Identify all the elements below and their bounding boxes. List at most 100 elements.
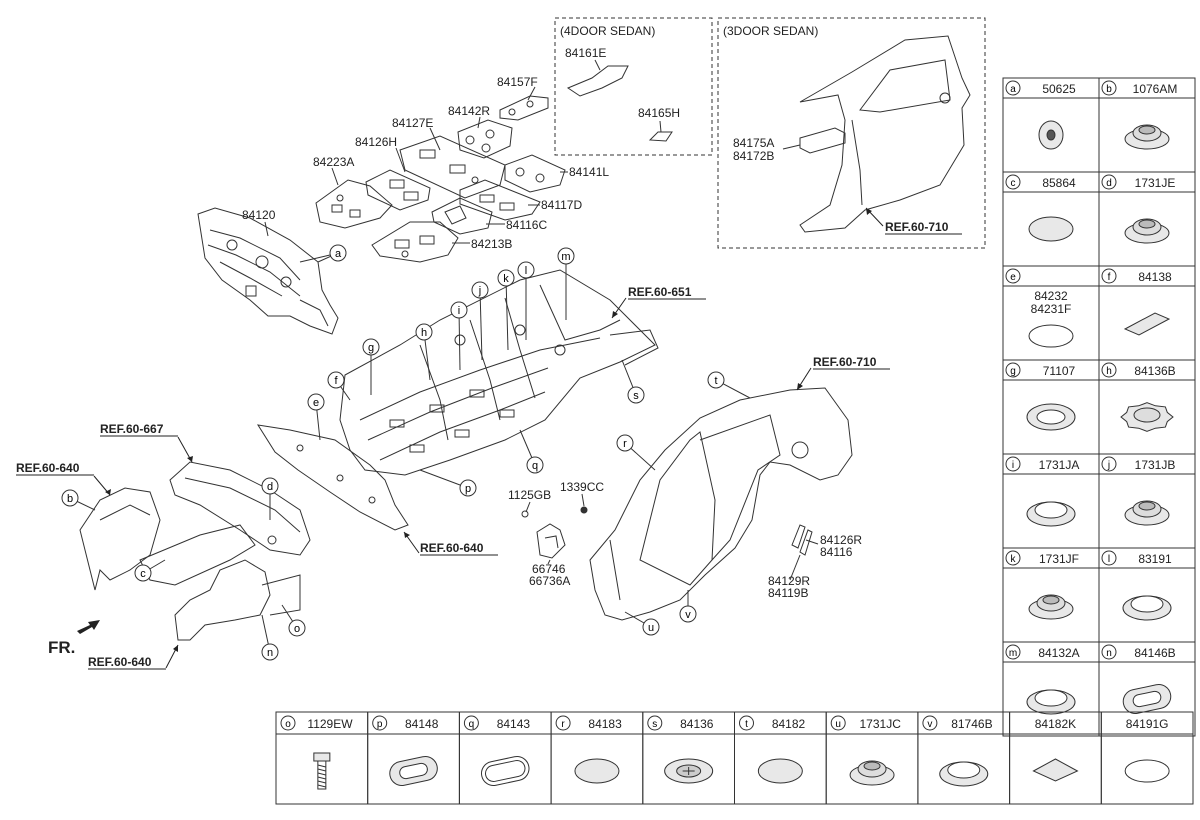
callout-letter: q xyxy=(532,460,538,472)
callout-circle xyxy=(526,456,544,474)
inset-4door-sedan: (4DOOR SEDAN) 84161E 84165H xyxy=(554,17,713,156)
callout-o[interactable]: o xyxy=(281,604,306,637)
ref-60-651[interactable]: REF.60-651 xyxy=(628,285,692,299)
part-label-84172B: 84172B xyxy=(733,149,774,163)
callout-circle xyxy=(307,393,325,411)
part-icon-ring-plug xyxy=(1122,595,1172,621)
cell-part-number: 1731JA xyxy=(1039,458,1080,472)
callout-m[interactable]: m xyxy=(557,247,575,320)
part-label-84120: 84120 xyxy=(242,208,276,222)
callout-circle xyxy=(627,386,645,404)
callout-letter: d xyxy=(267,481,273,493)
part-icon-ring-plug xyxy=(1026,501,1076,527)
callout-p[interactable]: p xyxy=(419,469,477,497)
callout-n[interactable]: n xyxy=(261,614,279,661)
cell-part-number: 84136 xyxy=(680,717,714,731)
parts-cell-84182K[interactable]: 84182K xyxy=(1009,711,1102,805)
cell-letter-circle xyxy=(1101,362,1117,378)
cell-part-number: 85864 xyxy=(1042,176,1076,190)
ref-60-640-center[interactable]: REF.60-640 xyxy=(420,541,484,555)
cell-letter-circle xyxy=(555,715,571,731)
pad-84142r xyxy=(457,119,513,159)
ref-60-710-inset[interactable]: REF.60-710 xyxy=(885,220,949,234)
callout-g[interactable]: g xyxy=(362,338,380,395)
callout-a[interactable]: a xyxy=(317,244,347,263)
cell-letter: s xyxy=(652,719,657,730)
part-label-66736A: 66736A xyxy=(529,574,570,588)
callout-letter: e xyxy=(313,397,319,409)
callout-d[interactable]: d xyxy=(261,477,279,520)
cell-letter-circle xyxy=(372,715,388,731)
callout-letter: i xyxy=(458,305,460,317)
callout-letter: v xyxy=(685,609,691,621)
callout-e[interactable]: e xyxy=(307,393,325,441)
part-label-84126R: 84126R xyxy=(820,533,862,547)
callout-k[interactable]: k xyxy=(497,269,515,351)
inset-3door-title: (3DOOR SEDAN) xyxy=(723,24,818,38)
cowl-panel xyxy=(169,461,311,556)
part-label-84157F: 84157F xyxy=(497,75,538,89)
callout-c[interactable]: c xyxy=(134,559,166,582)
cell-letter-circle xyxy=(739,715,754,731)
pad-84117d xyxy=(459,179,541,221)
ref-60-640-left[interactable]: REF.60-640 xyxy=(16,461,80,475)
cell-letter: i xyxy=(1012,460,1014,471)
callout-circle xyxy=(679,605,697,623)
callout-letter: m xyxy=(561,251,570,263)
part-icon-grommet-toothed xyxy=(1120,402,1174,432)
callout-h[interactable]: h xyxy=(415,323,433,381)
cell-part-number: 84132A xyxy=(1038,646,1079,660)
cell-letter-circle xyxy=(1101,268,1117,284)
callout-r[interactable]: r xyxy=(616,434,656,471)
callout-v[interactable]: v xyxy=(679,590,697,623)
part-icon-grommet-dome xyxy=(1124,124,1170,150)
callout-q[interactable]: q xyxy=(519,429,544,474)
callout-l[interactable]: l xyxy=(517,261,535,340)
callout-circle xyxy=(134,564,152,582)
callout-i[interactable]: i xyxy=(450,301,468,371)
callout-f[interactable]: f xyxy=(327,371,351,401)
callout-u[interactable]: u xyxy=(624,611,660,636)
callout-s[interactable]: s xyxy=(621,359,645,404)
ref-60-667[interactable]: REF.60-667 xyxy=(100,422,164,436)
cell-letter-circle xyxy=(647,715,663,731)
callout-t[interactable]: t xyxy=(707,371,751,399)
ref-60-640-bottom[interactable]: REF.60-640 xyxy=(88,655,152,669)
ref-60-710[interactable]: REF.60-710 xyxy=(813,355,877,369)
part-label-84129R: 84129R xyxy=(768,574,810,588)
callout-j[interactable]: j xyxy=(471,281,489,361)
parts-cell-84191G[interactable]: 84191G xyxy=(1100,711,1194,805)
cell-letter-circle xyxy=(830,715,846,731)
cell-part-number: 71107 xyxy=(1043,364,1076,378)
cell-part-number: 84191G xyxy=(1126,717,1169,731)
callout-letter: b xyxy=(67,493,73,505)
callout-b[interactable]: b xyxy=(61,489,96,511)
cell-letter: p xyxy=(377,719,383,730)
callout-letter: c xyxy=(140,568,146,580)
parts-cell-s[interactable]: s 84136 xyxy=(642,711,735,805)
cell-letter-circle xyxy=(1101,644,1117,660)
part-label-84116: 84116 xyxy=(820,545,853,559)
pad-84161e-shape xyxy=(566,65,629,97)
parts-cell-i[interactable]: i 1731JA xyxy=(1002,453,1100,549)
